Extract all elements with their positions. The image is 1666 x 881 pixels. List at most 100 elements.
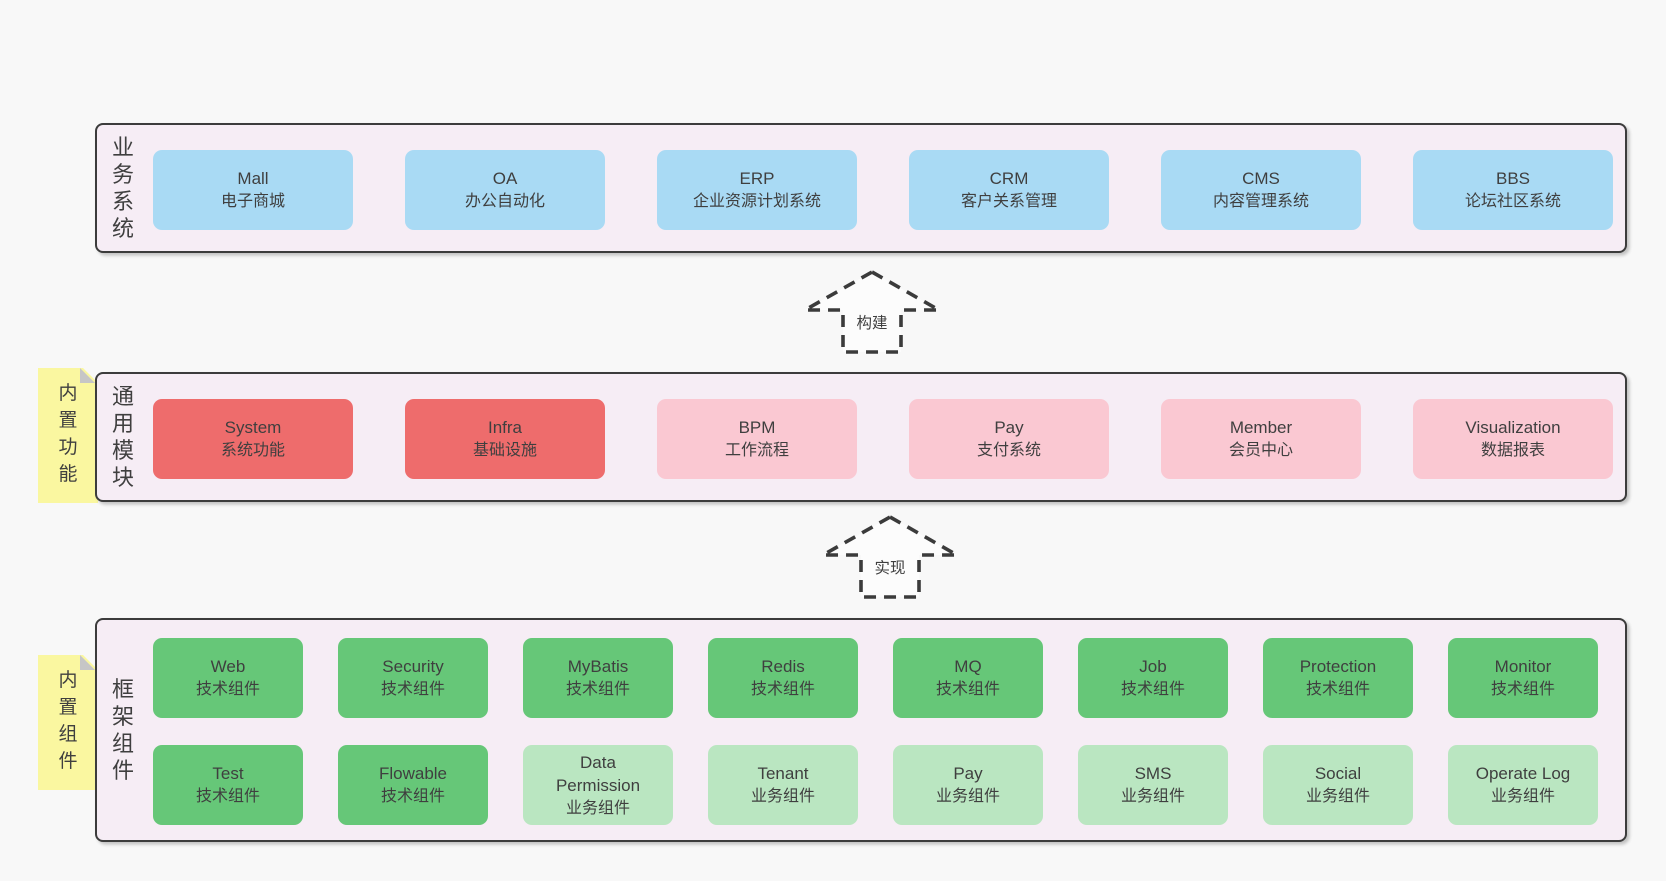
band-business-systems: 业务系统 Mall 电子商城 OA 办公自动化 ERP 企业资源计划系统 CRM 客户关系管理…	[95, 123, 1627, 253]
box-title: Operate Log	[1475, 764, 1571, 783]
box-security: Security 技术组件	[338, 638, 488, 718]
box-data-permission: Data Permission 业务组件	[523, 745, 673, 825]
box-infra: Infra 基础设施	[405, 399, 605, 479]
band-rows: System 系统功能 Infra 基础设施 BPM 工作流程 Pay 支付系统 Member 会…	[97, 374, 1625, 479]
box-subtitle: 数据报表	[1480, 442, 1545, 459]
box-title: CRM	[989, 169, 1029, 188]
folded-corner-icon	[80, 368, 95, 383]
arrow-label: 构建	[853, 311, 891, 333]
box-subtitle: 客户关系管理	[960, 193, 1057, 210]
box-subtitle: 业务组件	[565, 799, 630, 817]
box-subtitle: 基础设施	[472, 442, 537, 459]
box-title: Monitor	[1494, 657, 1552, 676]
box-title: CMS	[1242, 169, 1280, 188]
box-cms: CMS 内容管理系统	[1161, 150, 1361, 230]
arrow-up-implement: 实现	[820, 514, 960, 600]
box-subtitle: 内容管理系统	[1212, 193, 1309, 210]
box-title: Visualization	[1465, 418, 1561, 437]
box-title: Member	[1229, 418, 1293, 437]
box-oa: OA 办公自动化	[405, 150, 605, 230]
box-subtitle: 会员中心	[1228, 442, 1293, 459]
box-subtitle: 支付系统	[976, 442, 1041, 459]
box-test: Test 技术组件	[153, 745, 303, 825]
box-crm: CRM 客户关系管理	[909, 150, 1109, 230]
box-subtitle: 业务组件	[1490, 788, 1555, 805]
box-title: BPM	[738, 418, 776, 437]
box-erp: ERP 企业资源计划系统	[657, 150, 857, 230]
band-common-modules: 通用模块 System 系统功能 Infra 基础设施 BPM 工作流程 Pay 支付系统 Me…	[95, 372, 1627, 502]
box-title: Pay	[953, 764, 983, 783]
box-title: Pay	[994, 418, 1024, 437]
box-subtitle: 技术组件	[195, 681, 260, 698]
box-mall: Mall 电子商城	[153, 150, 353, 230]
box-title: Security	[382, 657, 444, 676]
box-subtitle: 技术组件	[565, 681, 630, 698]
box-title: MyBatis	[567, 657, 629, 676]
box-visualization: Visualization 数据报表	[1413, 399, 1613, 479]
box-pay: Pay 支付系统	[909, 399, 1109, 479]
box-subtitle: 电子商城	[220, 193, 285, 210]
band-label-text: 通用模块	[111, 384, 134, 490]
box-subtitle: 工作流程	[724, 442, 789, 459]
module-row: Test 技术组件 Flowable 技术组件 Data Permission 业务组件 T…	[153, 745, 1625, 825]
box-title: Job	[1139, 657, 1167, 676]
box-title: Data Permission	[555, 752, 641, 795]
folded-corner-icon	[80, 655, 95, 670]
box-operate-log: Operate Log 业务组件	[1448, 745, 1598, 825]
box-flowable: Flowable 技术组件	[338, 745, 488, 825]
box-title: Mall	[237, 169, 269, 188]
box-subtitle: 系统功能	[220, 442, 285, 459]
box-subtitle: 论坛社区系统	[1464, 193, 1561, 210]
sticky-note-builtin-components: 内置组件	[38, 655, 98, 790]
sticky-note-text: 内置组件	[58, 670, 78, 772]
box-title: System	[224, 418, 282, 437]
box-title: Social	[1314, 764, 1362, 783]
box-title: MQ	[954, 657, 982, 676]
module-row: System 系统功能 Infra 基础设施 BPM 工作流程 Pay 支付系统 Member 会…	[153, 399, 1625, 479]
box-subtitle: 技术组件	[380, 681, 445, 698]
box-title: Flowable	[378, 764, 448, 783]
box-title: OA	[492, 169, 518, 188]
sticky-note-builtin-features: 内置功能	[38, 368, 98, 503]
box-social: Social 业务组件	[1263, 745, 1413, 825]
box-subtitle: 技术组件	[380, 788, 445, 805]
box-subtitle: 技术组件	[1490, 681, 1555, 698]
box-subtitle: 业务组件	[1305, 788, 1370, 805]
box-title: SMS	[1134, 764, 1172, 783]
box-bbs: BBS 论坛社区系统	[1413, 150, 1613, 230]
box-subtitle: 技术组件	[935, 681, 1000, 698]
module-row: Mall 电子商城 OA 办公自动化 ERP 企业资源计划系统 CRM 客户关系管理 CMS 内容…	[153, 150, 1625, 230]
box-title: Test	[212, 764, 244, 783]
box-mybatis: MyBatis 技术组件	[523, 638, 673, 718]
box-pay: Pay 业务组件	[893, 745, 1043, 825]
band-label: 业务系统	[105, 125, 141, 251]
box-title: Redis	[761, 657, 805, 676]
band-label: 框架组件	[105, 620, 141, 840]
box-title: Infra	[487, 418, 523, 437]
box-subtitle: 办公自动化	[464, 193, 545, 210]
band-rows: Mall 电子商城 OA 办公自动化 ERP 企业资源计划系统 CRM 客户关系管理 CMS 内容…	[97, 125, 1625, 230]
box-sms: SMS 业务组件	[1078, 745, 1228, 825]
box-subtitle: 业务组件	[935, 788, 1000, 805]
arrow-up-build: 构建	[802, 269, 942, 355]
box-system: System 系统功能	[153, 399, 353, 479]
box-title: Tenant	[757, 764, 809, 783]
box-subtitle: 业务组件	[1120, 788, 1185, 805]
box-mq: MQ 技术组件	[893, 638, 1043, 718]
box-subtitle: 技术组件	[1120, 681, 1185, 698]
box-title: BBS	[1495, 169, 1531, 188]
box-member: Member 会员中心	[1161, 399, 1361, 479]
box-subtitle: 技术组件	[195, 788, 260, 805]
box-title: ERP	[739, 169, 775, 188]
box-subtitle: 技术组件	[1305, 681, 1370, 698]
box-title: Protection	[1299, 657, 1377, 676]
box-subtitle: 企业资源计划系统	[692, 193, 821, 210]
box-bpm: BPM 工作流程	[657, 399, 857, 479]
band-label-text: 框架组件	[111, 677, 134, 783]
